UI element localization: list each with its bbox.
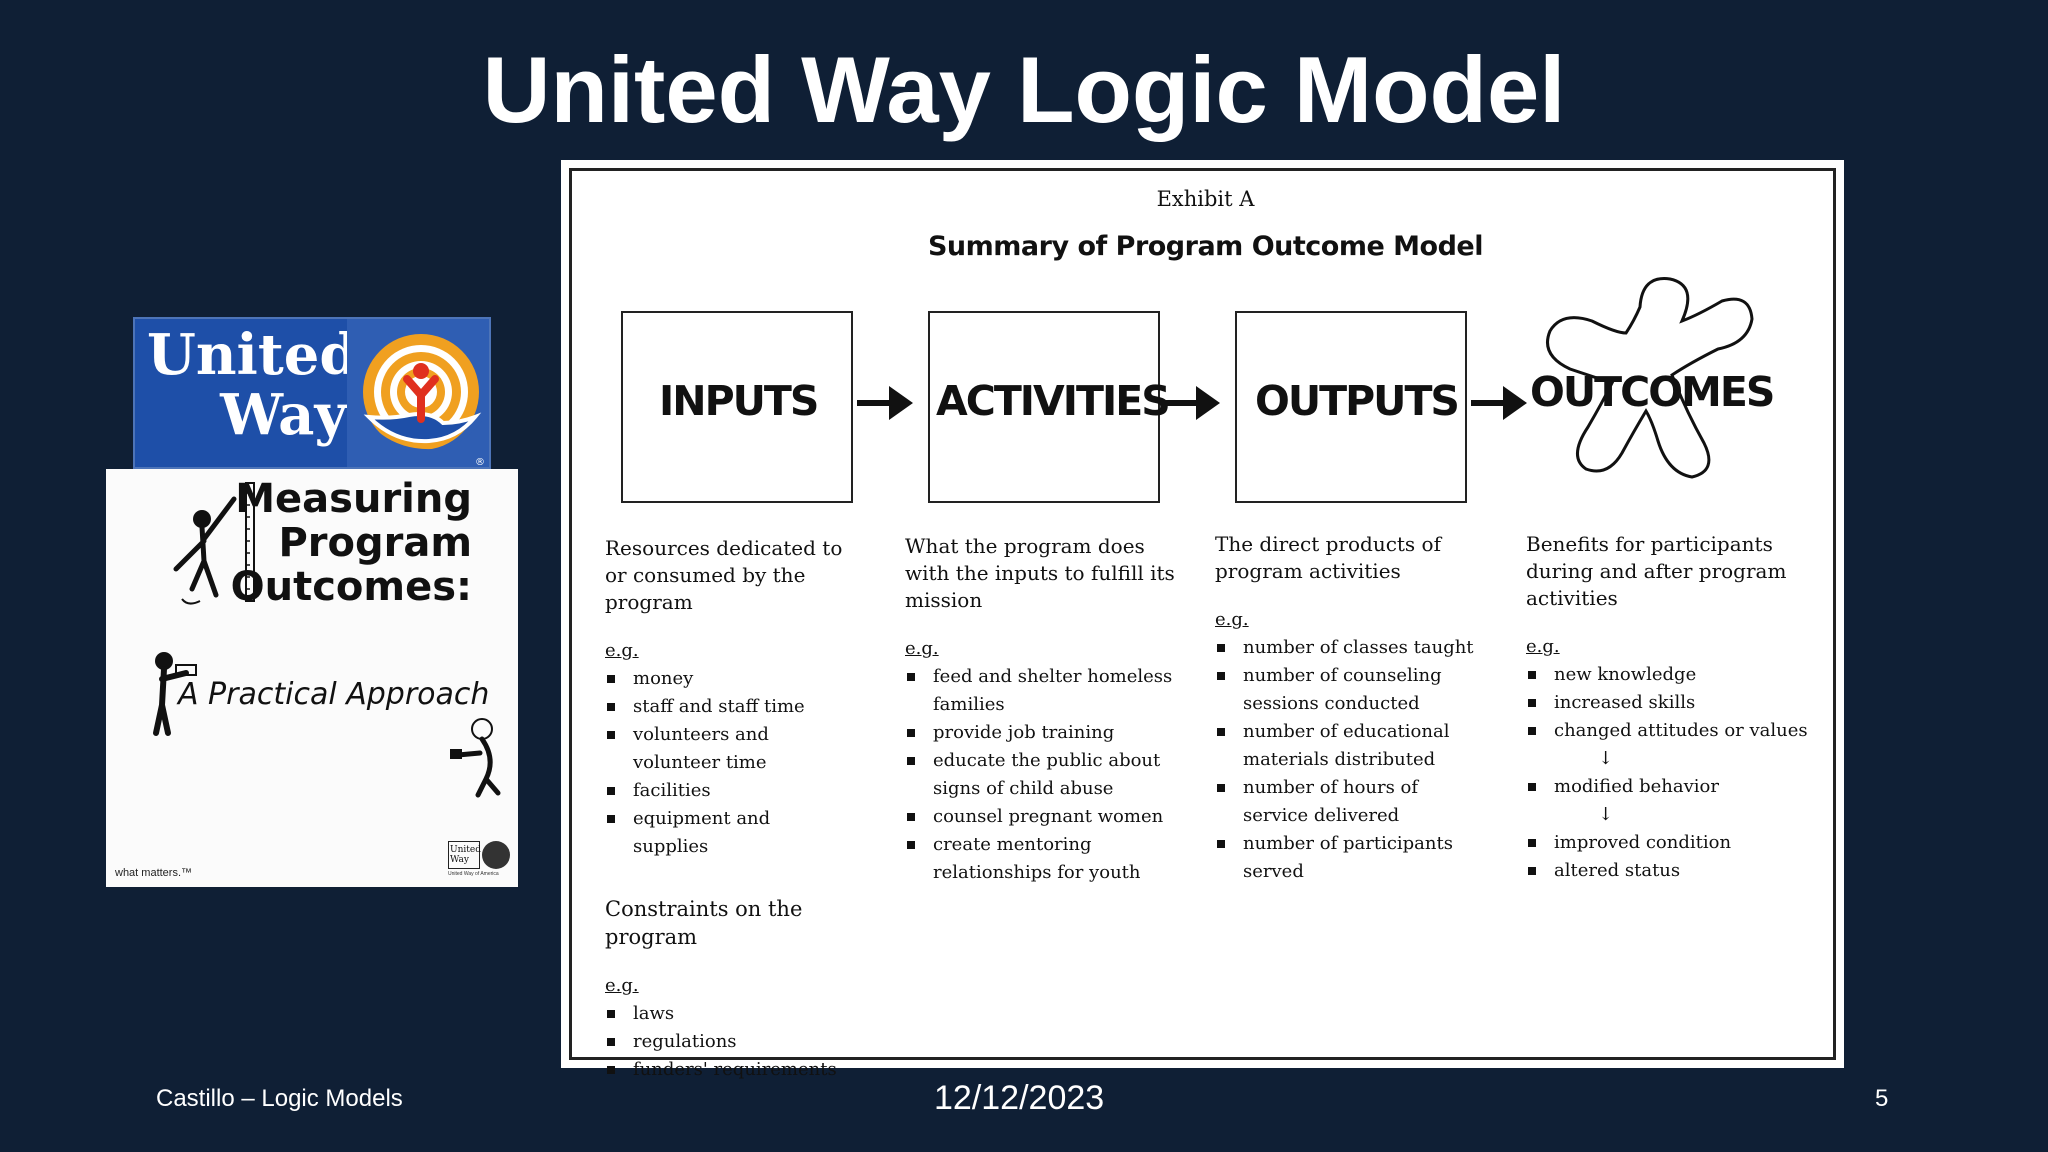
list-item: number of participants served xyxy=(1215,830,1485,886)
activities-box: ACTIVITIES xyxy=(928,311,1171,503)
list-item: increased skills xyxy=(1526,689,1816,717)
list-item: changed attitudes or values xyxy=(1526,717,1816,745)
eg-label: e.g. xyxy=(1215,609,1249,630)
outcomes-list: new knowledge increased skills changed a… xyxy=(1526,661,1816,885)
list-item: laws xyxy=(605,1000,851,1028)
exhibit-frame: Exhibit A Summary of Program Outcome Mod… xyxy=(569,168,1836,1080)
down-arrow-icon: ↓ xyxy=(1598,748,1614,769)
list-item: counsel pregnant women xyxy=(905,803,1175,831)
footer-date: 12/12/2023 xyxy=(934,1079,1105,1117)
list-item: number of hours of service delivered xyxy=(1215,774,1485,830)
eg-label: e.g. xyxy=(905,638,939,659)
exhibit-label: Exhibit A xyxy=(1156,187,1255,211)
inputs-list: money staff and staff time volunteers an… xyxy=(605,665,851,861)
arrow-right-icon xyxy=(1164,386,1220,420)
list-item: regulations xyxy=(605,1028,851,1056)
outputs-description: The direct products of program activitie… xyxy=(1215,532,1441,583)
united-way-logo: United Way ® xyxy=(133,317,491,469)
page-number: 5 xyxy=(1875,1085,1889,1112)
book-tagline: what matters.™ xyxy=(115,867,193,879)
outcomes-heading: OUTCOMES xyxy=(1530,368,1775,416)
list-item: provide job training xyxy=(905,719,1175,747)
list-item: volunteers and volunteer time xyxy=(605,721,851,777)
seal-icon xyxy=(482,841,510,869)
inputs-heading: INPUTS xyxy=(659,377,819,425)
activities-list: feed and shelter homeless families provi… xyxy=(905,663,1175,887)
list-item: altered status xyxy=(1526,857,1816,885)
list-item: new knowledge xyxy=(1526,661,1816,689)
outputs-column: The direct products of program activitie… xyxy=(1215,531,1485,886)
book-cover: Measuring Program Outcomes: A Practical … xyxy=(106,469,518,887)
outputs-box: OUTPUTS xyxy=(1235,311,1467,503)
list-item: improved condition xyxy=(1526,829,1816,857)
united-way-emblem: ® xyxy=(347,319,489,468)
list-item: funders' requirements xyxy=(605,1056,851,1084)
constraints-list: laws regulations funders' requirements xyxy=(605,1000,851,1084)
list-item: educate the public about signs of child … xyxy=(905,747,1175,803)
outputs-heading: OUTPUTS xyxy=(1255,377,1460,425)
united-way-wordmark: United Way xyxy=(147,322,359,448)
slide-title: United Way Logic Model xyxy=(482,37,1566,142)
svg-text:®: ® xyxy=(475,457,485,468)
exhibit-figure: Exhibit A Summary of Program Outcome Mod… xyxy=(561,160,1844,1080)
book-subtitle: A Practical Approach xyxy=(178,677,490,712)
book-title: Measuring Program Outcomes: xyxy=(230,476,472,610)
list-item: number of educational materials distribu… xyxy=(1215,718,1485,774)
list-item: equipment and supplies xyxy=(605,805,851,861)
footer-author: Castillo – Logic Models xyxy=(156,1085,403,1112)
list-item: number of classes taught xyxy=(1215,634,1485,662)
activities-heading: ACTIVITIES xyxy=(936,377,1171,425)
down-arrow-icon: ↓ xyxy=(1598,804,1614,825)
outputs-list: number of classes taught number of couns… xyxy=(1215,634,1485,886)
eg-label: e.g. xyxy=(1526,636,1560,657)
list-item: create mentoring relationships for youth xyxy=(905,831,1175,887)
mini-logo-caption: United Way of America xyxy=(448,871,499,877)
arrow-right-icon xyxy=(1471,386,1527,420)
list-item: feed and shelter homeless families xyxy=(905,663,1175,719)
cartoon-figures-icon xyxy=(153,482,501,798)
activities-column: What the program does with the inputs to… xyxy=(905,533,1175,887)
outcomes-column: Benefits for participants during and aft… xyxy=(1526,531,1816,885)
eg-label: e.g. xyxy=(605,640,639,661)
constraints-heading: Constraints on the program xyxy=(605,897,803,949)
starburst-person-icon xyxy=(1546,277,1754,479)
list-item: staff and staff time xyxy=(605,693,851,721)
outcomes-description: Benefits for participants during and aft… xyxy=(1526,532,1787,610)
hand-rainbow-icon: ® xyxy=(359,334,485,468)
activities-description: What the program does with the inputs to… xyxy=(905,534,1175,612)
eg-label: e.g. xyxy=(605,975,639,996)
list-item: number of counseling sessions conducted xyxy=(1215,662,1485,718)
list-item: money xyxy=(605,665,851,693)
list-item: modified behavior xyxy=(1526,773,1816,801)
exhibit-title: Summary of Program Outcome Model xyxy=(927,231,1484,262)
inputs-description: Resources dedicated to or consumed by th… xyxy=(605,536,843,614)
arrow-right-icon xyxy=(857,386,913,420)
list-item: facilities xyxy=(605,777,851,805)
inputs-box: INPUTS xyxy=(621,311,853,503)
inputs-column: Resources dedicated to or consumed by th… xyxy=(605,535,851,1084)
